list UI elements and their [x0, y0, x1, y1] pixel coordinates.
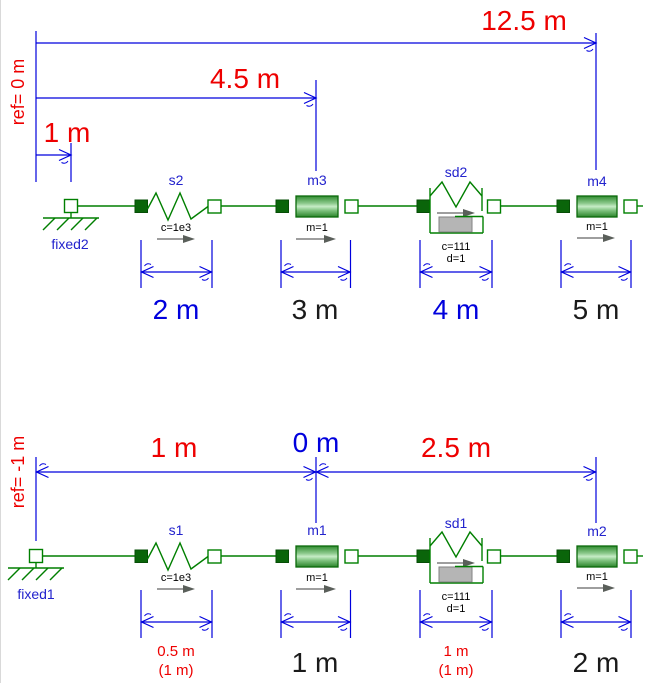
m2-flange-a[interactable]	[556, 549, 570, 563]
sd1-flange-b[interactable]	[486, 549, 502, 564]
ground-hatch	[42, 217, 56, 231]
bottom-measure-label-3-sub: (1 m)	[439, 662, 474, 679]
sd1-param-c: c=111	[442, 591, 471, 603]
s2-spring-coil	[146, 191, 209, 222]
fixed2-flange[interactable]	[63, 198, 79, 214]
m1-flange-a[interactable]	[275, 549, 289, 563]
top-measure-label-4: 5 m	[573, 294, 620, 325]
m4-param: m=1	[586, 221, 608, 233]
top-dim-label-1m: 1 m	[44, 117, 91, 148]
bottom-system: 1 m 0 m 2.5 m ref= -1 m fixed1 s1 c=1e3	[7, 427, 643, 679]
fixed1-flange[interactable]	[28, 548, 44, 564]
component-sd1[interactable]: sd1 c=111 d=1	[416, 515, 502, 615]
sd1-label: sd1	[445, 515, 468, 531]
ground-hatch	[56, 217, 70, 231]
sd1-param-d: d=1	[447, 603, 466, 615]
m2-flange-b[interactable]	[623, 549, 638, 564]
sd2-label: sd2	[445, 164, 468, 180]
bottom-measure-label-1-sub: (1 m)	[159, 662, 194, 679]
s2-label: s2	[169, 172, 184, 188]
m3-flange-a[interactable]	[275, 199, 289, 213]
bottom-measure-label-2: 1 m	[292, 647, 339, 678]
sd2-param-d: d=1	[447, 253, 466, 265]
component-m4[interactable]: m4 m=1	[556, 173, 643, 242]
m1-label: m1	[307, 522, 327, 538]
sd2-flange-b[interactable]	[486, 199, 502, 214]
ground-hatch	[70, 217, 84, 231]
component-m1[interactable]: m1 m=1	[275, 522, 359, 593]
top-measure-label-3: 4 m	[433, 294, 480, 325]
m1-mass-body	[295, 545, 339, 568]
m4-flange-a[interactable]	[556, 199, 570, 213]
bottom-dim-label-1m: 1 m	[151, 432, 198, 463]
top-dim-label-4-5m: 4.5 m	[210, 63, 280, 94]
s1-flange-b[interactable]	[207, 549, 222, 564]
sd2-param-c: c=111	[442, 241, 471, 253]
sd2-spring-coil	[429, 180, 483, 209]
m1-param: m=1	[306, 572, 328, 584]
m1-flange-b[interactable]	[344, 549, 359, 564]
s2-flange-a[interactable]	[134, 199, 148, 213]
sd2-damper-piston	[438, 216, 473, 233]
sd1-flange-a[interactable]	[416, 549, 430, 563]
s2-flange-b[interactable]	[207, 199, 222, 214]
ground-hatch	[84, 217, 98, 231]
s1-label: s1	[169, 522, 184, 538]
m2-label: m2	[587, 523, 607, 539]
top-dim-label-12-5m: 12.5 m	[481, 5, 567, 36]
bottom-ref-label: ref= -1 m	[8, 436, 28, 509]
bottom-dim-label-0m: 0 m	[293, 427, 340, 458]
bottom-measure-label-1-main: 0.5 m	[157, 643, 195, 660]
bottom-dim-label-2-5m: 2.5 m	[421, 432, 491, 463]
component-fixed2[interactable]: fixed2	[42, 198, 99, 253]
m2-mass-body	[576, 545, 618, 568]
component-fixed1[interactable]: fixed1	[7, 548, 64, 603]
top-measurements: 2 m 3 m 4 m 5 m	[140, 240, 632, 325]
bottom-measurements: 0.5 m (1 m) 1 m 1 m (1 m) 2 m	[140, 590, 632, 679]
sd2-flange-a[interactable]	[416, 199, 430, 213]
m4-label: m4	[587, 173, 607, 189]
component-s2[interactable]: s2 c=1e3	[134, 172, 222, 243]
m2-param: m=1	[586, 571, 608, 583]
fixed1-label: fixed1	[17, 586, 55, 602]
bottom-measure-label-4: 2 m	[573, 647, 620, 678]
s1-spring-coil	[146, 541, 209, 572]
s2-param: c=1e3	[161, 222, 191, 234]
sd1-damper-piston	[438, 566, 473, 583]
fixed2-label: fixed2	[51, 236, 89, 252]
sd1-spring-coil	[429, 530, 483, 559]
top-measure-label-1: 2 m	[153, 294, 200, 325]
component-m2[interactable]: m2 m=1	[556, 523, 643, 592]
bottom-measure-label-3-main: 1 m	[443, 643, 468, 660]
m4-flange-b[interactable]	[623, 199, 638, 214]
s1-flange-a[interactable]	[134, 549, 148, 563]
ground-hatch	[21, 567, 35, 581]
top-measure-label-2: 3 m	[292, 294, 339, 325]
m3-mass-body	[295, 195, 339, 218]
ground-hatch	[49, 567, 63, 581]
component-s1[interactable]: s1 c=1e3	[134, 522, 222, 593]
top-ref-label: ref= 0 m	[8, 59, 28, 126]
component-m3[interactable]: m3 m=1	[275, 172, 359, 243]
m4-mass-body	[576, 195, 618, 218]
m3-param: m=1	[306, 222, 328, 234]
component-sd2[interactable]: sd2 c=111 d=1	[416, 164, 502, 265]
top-system: 12.5 m 4.5 m 1 m ref= 0 m fixed2 s2 c=1e…	[8, 5, 643, 325]
m3-flange-b[interactable]	[344, 199, 359, 214]
m3-label: m3	[307, 172, 327, 188]
ground-hatch	[35, 567, 49, 581]
s1-param: c=1e3	[161, 572, 191, 584]
ground-hatch	[7, 567, 21, 581]
